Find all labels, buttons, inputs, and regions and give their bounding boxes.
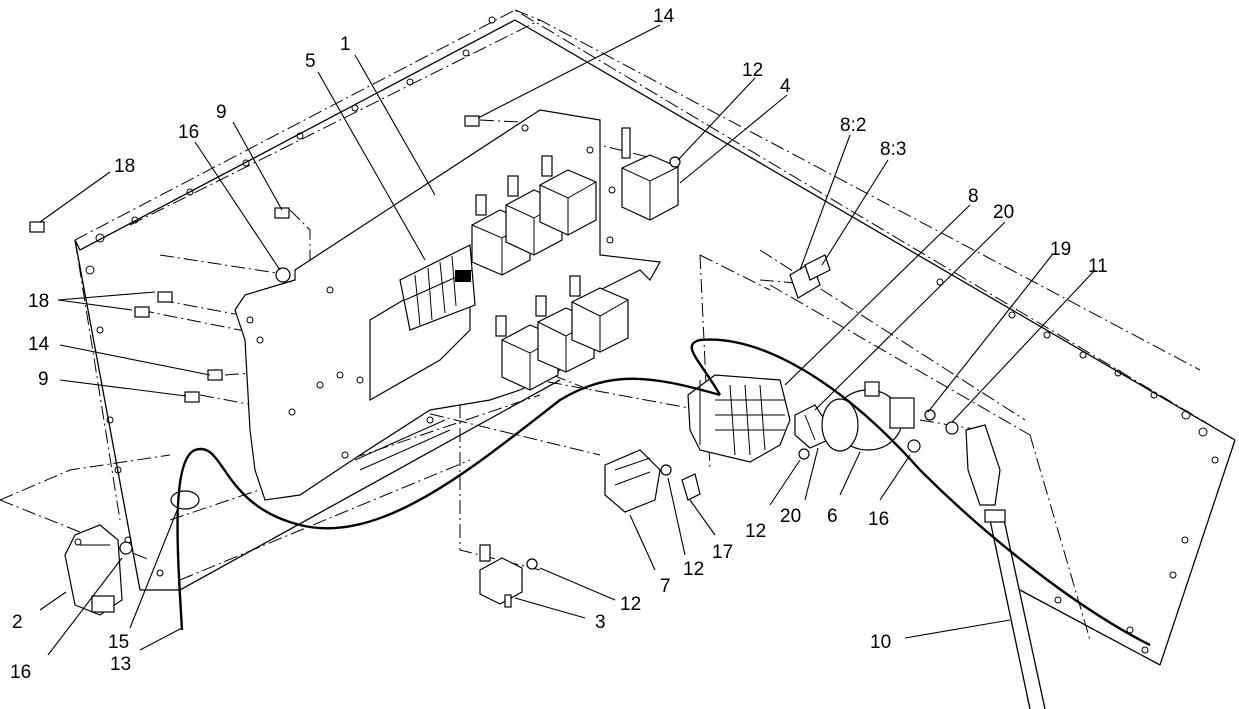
callout-2: 2 (12, 612, 23, 633)
callout-9-lower: 9 (38, 369, 49, 390)
callout-20-bottom: 20 (780, 506, 801, 527)
callout-20-top: 20 (993, 202, 1014, 223)
callout-6: 6 (827, 506, 838, 527)
callout-12-top: 12 (742, 60, 763, 81)
callout-16-top: 16 (178, 122, 199, 143)
callout-19: 19 (1050, 239, 1071, 260)
callout-14-top: 14 (653, 6, 675, 27)
callout-3: 3 (595, 612, 606, 633)
callout-14-left: 14 (28, 334, 50, 355)
relay (621, 127, 679, 221)
diode-bridge (604, 449, 701, 513)
callout-5: 5 (305, 51, 316, 72)
frame-holes (85, 16, 1219, 654)
callout-12-bridge: 12 (683, 559, 704, 580)
fasteners (29, 115, 959, 570)
wire-harness (176, 338, 1151, 647)
relays-lower (495, 275, 629, 391)
callout-8: 8 (968, 186, 979, 207)
callout-18-top: 18 (114, 156, 135, 177)
callout-12-switch: 12 (745, 521, 766, 542)
relay (569, 275, 629, 353)
connector-housing (687, 374, 791, 463)
callout-11: 11 (1088, 256, 1108, 277)
callout-labels: 1 2 3 4 5 6 7 8 8:2 8:3 9 9 10 11 12 12 … (10, 6, 1108, 683)
controller-module (64, 524, 123, 616)
relay (539, 155, 597, 236)
cable-clip (170, 490, 200, 510)
callout-18-left: 18 (28, 291, 49, 312)
callout-17: 17 (712, 542, 733, 563)
leader-lines (39, 24, 1096, 656)
callout-8-3: 8:3 (880, 139, 906, 160)
callout-8-2: 8:2 (840, 115, 866, 136)
callout-7: 7 (660, 576, 671, 597)
callout-12-relay: 12 (620, 594, 641, 615)
relays-upper (471, 127, 679, 276)
callout-16-right: 16 (868, 509, 889, 530)
callout-1: 1 (340, 34, 351, 55)
callout-4: 4 (780, 76, 791, 97)
key-switch (821, 381, 936, 452)
callout-16-left: 16 (10, 662, 31, 683)
callout-15: 15 (108, 632, 129, 653)
small-relay (479, 544, 523, 608)
battery-cable (965, 424, 1046, 709)
callout-13: 13 (110, 654, 131, 675)
callout-10: 10 (870, 632, 891, 653)
callout-9-upper: 9 (216, 102, 227, 123)
decal (369, 244, 476, 402)
